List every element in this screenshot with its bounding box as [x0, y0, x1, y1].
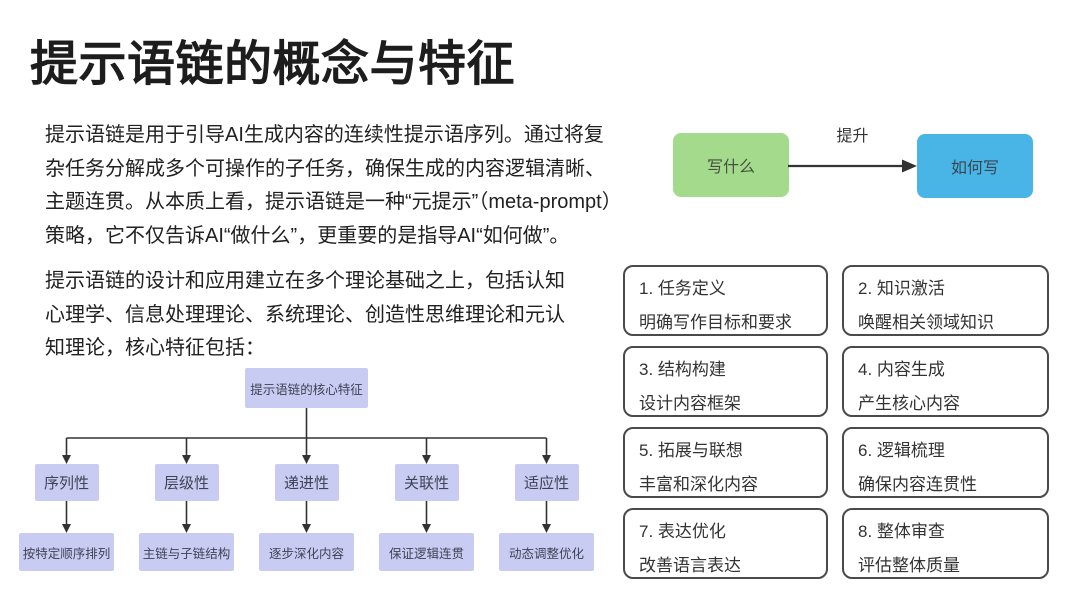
step-title: 2. 知识激活 — [858, 279, 945, 298]
tree-node-progression: 递进性 — [274, 464, 339, 501]
intro-paragraph-2: 提示语链的设计和应用建立在多个理论基础之上，包括认知 心理学、信息处理理论、系统… — [45, 265, 663, 366]
paragraph-line: 杂任务分解成多个可操作的子任务，确保生成的内容逻辑清晰、 — [45, 157, 605, 180]
process-step-card: 8. 整体审查 评估整体质量 — [842, 508, 1049, 579]
step-title: 3. 结构构建 — [639, 360, 726, 379]
process-step-card: 4. 内容生成 产生核心内容 — [842, 346, 1049, 417]
tree-leaf-adaptability: 动态调整优化 — [499, 533, 594, 571]
step-desc: 产生核心内容 — [858, 394, 960, 413]
step-desc: 评估整体质量 — [858, 556, 960, 575]
tree-leaf-relevance: 保证逻辑连贯 — [379, 533, 474, 571]
paragraph-line: 心理学、信息处理理论、系统理论、创造性思维理论和元认 — [45, 303, 565, 326]
step-desc: 丰富和深化内容 — [639, 475, 758, 494]
process-step-card: 2. 知识激活 唤醒相关领域知识 — [842, 265, 1049, 336]
step-desc: 明确写作目标和要求 — [639, 313, 792, 332]
process-step-card: 5. 拓展与联想 丰富和深化内容 — [623, 427, 828, 498]
process-step-card: 6. 逻辑梳理 确保内容连贯性 — [842, 427, 1049, 498]
step-title: 6. 逻辑梳理 — [858, 441, 945, 460]
paragraph-line: 提示语链的设计和应用建立在多个理论基础之上，包括认知 — [45, 270, 565, 292]
tree-leaf-sequentiality: 按特定顺序排列 — [19, 533, 114, 571]
flow-arrow-label: 提升 — [836, 128, 869, 145]
intro-paragraph-1: 提示语链是用于引导AI生成内容的连续性提示语序列。通过将复 杂任务分解成多个可操… — [45, 119, 663, 253]
tree-node-adaptability: 适应性 — [514, 464, 579, 501]
flow-node-how-to-write: 如何写 — [917, 134, 1033, 198]
process-step-card: 1. 任务定义 明确写作目标和要求 — [623, 265, 828, 336]
tree-node-sequentiality: 序列性 — [34, 464, 99, 501]
page-title: 提示语链的概念与特征 — [30, 38, 516, 91]
step-desc: 设计内容框架 — [639, 394, 741, 413]
paragraph-line: 提示语链是用于引导AI生成内容的连续性提示语序列。通过将复 — [45, 124, 604, 146]
step-title: 4. 内容生成 — [858, 360, 945, 379]
step-desc: 唤醒相关领域知识 — [858, 313, 994, 332]
tree-node-hierarchy: 层级性 — [154, 464, 219, 501]
step-title: 1. 任务定义 — [639, 279, 726, 298]
step-title: 5. 拓展与联想 — [639, 441, 743, 460]
step-title: 8. 整体审查 — [858, 522, 945, 541]
step-desc: 改善语言表达 — [639, 556, 741, 575]
tree-leaf-hierarchy: 主链与子链结构 — [139, 533, 234, 571]
process-step-card: 7. 表达优化 改善语言表达 — [623, 508, 828, 579]
tree-node-relevance: 关联性 — [394, 464, 459, 501]
paragraph-line: 主题连贯。从本质上看，提示语链是一种“元提示”（meta-prompt） — [45, 191, 622, 213]
paragraph-line: 知理论，核心特征包括： — [45, 337, 265, 359]
process-step-card: 3. 结构构建 设计内容框架 — [623, 346, 828, 417]
flow-node-what-to-write: 写什么 — [673, 133, 789, 197]
tree-root-node: 提示语链的核心特征 — [245, 368, 368, 408]
step-desc: 确保内容连贯性 — [858, 475, 977, 494]
paragraph-line: 策略，它不仅告诉AI“做什么”，更重要的是指导AI“如何做”。 — [45, 224, 570, 247]
tree-leaf-progression: 逐步深化内容 — [259, 533, 354, 571]
step-title: 7. 表达优化 — [639, 522, 726, 541]
